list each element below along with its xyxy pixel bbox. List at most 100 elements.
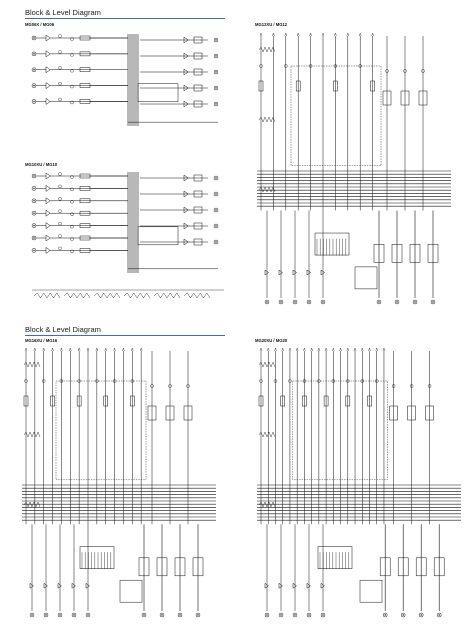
- input-arrow: [288, 347, 292, 352]
- jack-symbol: [85, 612, 91, 618]
- master-block: [354, 266, 378, 290]
- control-symbol: [259, 379, 263, 383]
- amp-symbol: [183, 100, 189, 108]
- jack-symbol: [213, 239, 219, 245]
- input-arrow: [274, 347, 277, 352]
- eq-block: [130, 395, 135, 407]
- jack-pin: [59, 614, 61, 616]
- effects-block: [314, 232, 350, 256]
- control-symbol: [58, 221, 62, 226]
- input-arrow: [259, 347, 263, 352]
- control-symbol: [403, 69, 407, 73]
- stereo-input-block: [407, 405, 416, 421]
- control-symbol: [70, 237, 74, 241]
- amp-symbol: [320, 269, 325, 276]
- jack-symbol: [213, 85, 219, 91]
- output-block: [193, 36, 203, 44]
- input-arrow: [361, 347, 364, 352]
- input-arrow: [139, 347, 143, 352]
- level-curve: [23, 501, 41, 508]
- control-symbol: [427, 384, 432, 388]
- eq-block: [345, 395, 351, 407]
- control-symbol: [58, 234, 62, 238]
- input-arrow: [113, 347, 116, 352]
- output-block: [427, 244, 439, 263]
- control-symbol: [58, 81, 62, 86]
- jack-symbol: [213, 207, 219, 213]
- input-arrow: [346, 32, 349, 37]
- jack-pin: [322, 301, 324, 303]
- amp-symbol: [57, 582, 62, 589]
- amp-symbol: [29, 582, 34, 589]
- output-block: [415, 557, 427, 577]
- input-arrow: [375, 347, 378, 352]
- level-curve: [23, 431, 41, 438]
- control-symbol: [70, 53, 74, 57]
- stereo-channel-box: [55, 380, 147, 481]
- control-symbol: [58, 172, 62, 176]
- level-curve: [123, 292, 151, 299]
- input-arrow: [95, 347, 99, 352]
- jack-pin: [414, 301, 416, 303]
- amp-symbol: [183, 174, 189, 182]
- jack-symbol: [306, 299, 312, 305]
- jack-pin: [73, 614, 75, 616]
- amp-symbol: [183, 36, 189, 44]
- schematic-mg06: [31, 34, 219, 126]
- amp-symbol: [264, 582, 269, 589]
- jack-pin: [31, 614, 33, 616]
- effects-block: [79, 546, 115, 569]
- schematic-mg10: [31, 172, 224, 299]
- input-arrow: [317, 347, 321, 352]
- control-symbol: [42, 379, 46, 383]
- input-arrow: [368, 347, 371, 352]
- eq-block: [323, 395, 329, 407]
- control-symbol: [70, 212, 74, 216]
- level-curve: [258, 116, 276, 123]
- jack-symbol: [320, 299, 326, 305]
- diagram-label-mg12: MG12XU / MG12: [255, 22, 288, 27]
- jack-pin: [294, 301, 296, 303]
- amp-symbol: [45, 197, 51, 205]
- jack-symbol: [436, 612, 442, 618]
- jack-pin: [280, 301, 282, 303]
- jack-symbol: [376, 299, 382, 305]
- jack-pin: [215, 241, 217, 243]
- amp-symbol: [183, 190, 189, 198]
- jack-symbol: [213, 69, 219, 75]
- jack-symbol: [400, 612, 406, 618]
- block-diagram-mg12: [255, 30, 455, 312]
- control-symbol: [70, 100, 74, 105]
- eq-block: [258, 395, 264, 407]
- control-symbol: [24, 379, 28, 383]
- control-symbol: [70, 69, 74, 73]
- jack-pin: [33, 249, 35, 252]
- amp-symbol: [292, 269, 297, 276]
- eq-block: [258, 80, 264, 92]
- eq-block: [367, 395, 372, 407]
- jack-symbol: [264, 612, 270, 618]
- control-symbol: [58, 197, 62, 201]
- output-block: [156, 557, 168, 577]
- schematic-mg12: [257, 32, 451, 305]
- eq-block: [50, 395, 55, 407]
- jack-pin: [197, 614, 199, 616]
- control-symbol: [259, 64, 263, 68]
- schematic-mg20: [257, 347, 461, 618]
- input-arrow: [346, 347, 349, 352]
- input-arrow: [297, 32, 300, 37]
- input-arrow: [122, 347, 125, 352]
- amp-symbol: [45, 98, 51, 105]
- level-curve: [258, 361, 276, 368]
- jack-symbol: [412, 299, 418, 305]
- block-diagram-mg20: [255, 345, 465, 625]
- stereo-channel-box: [292, 380, 388, 481]
- control-symbol: [58, 184, 62, 189]
- eq-block: [295, 80, 301, 92]
- jack-symbol: [213, 37, 219, 43]
- input-arrow: [303, 347, 306, 352]
- control-symbol: [58, 246, 62, 251]
- jack-pin: [420, 614, 422, 616]
- jack-pin: [402, 614, 404, 616]
- section-title-top: Block & Level Diagram: [25, 8, 101, 17]
